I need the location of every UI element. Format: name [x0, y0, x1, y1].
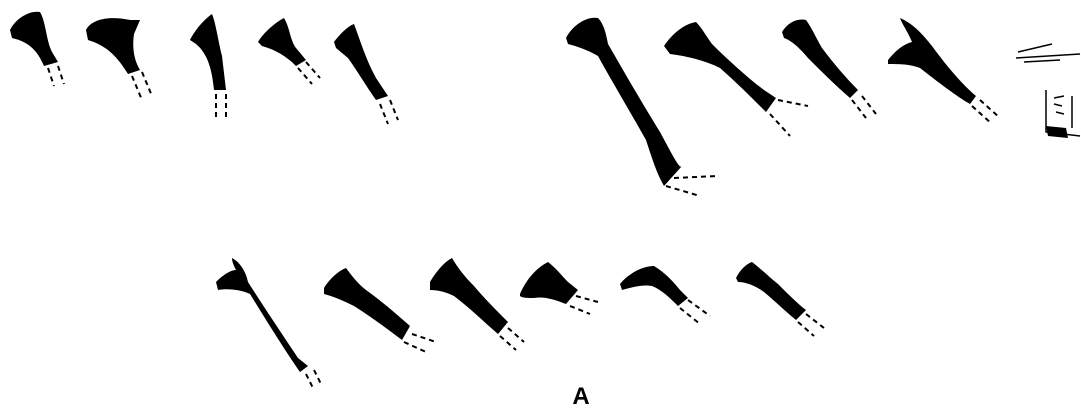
bone-silhouette-3: [190, 14, 227, 118]
scan-artifact: [1015, 43, 1081, 138]
panel-label: A: [572, 383, 590, 410]
bone-silhouette-8: [782, 19, 877, 119]
bone-silhouette-5: [334, 24, 399, 125]
bone-silhouette-9: [888, 18, 1001, 125]
bone-silhouette-15: [736, 262, 825, 337]
bone-silhouette-2: [86, 18, 153, 101]
bone-silhouette-10: [216, 258, 323, 391]
bone-silhouette-6: [566, 17, 719, 197]
bone-silhouette-1: [10, 11, 65, 87]
bone-silhouette-7: [664, 22, 809, 137]
bone-silhouette-11: [324, 268, 437, 353]
bone-silhouette-12: [430, 258, 525, 351]
bone-silhouette-13: [520, 262, 599, 315]
bone-silhouette-14: [620, 266, 711, 325]
bone-silhouette-4: [258, 18, 321, 85]
